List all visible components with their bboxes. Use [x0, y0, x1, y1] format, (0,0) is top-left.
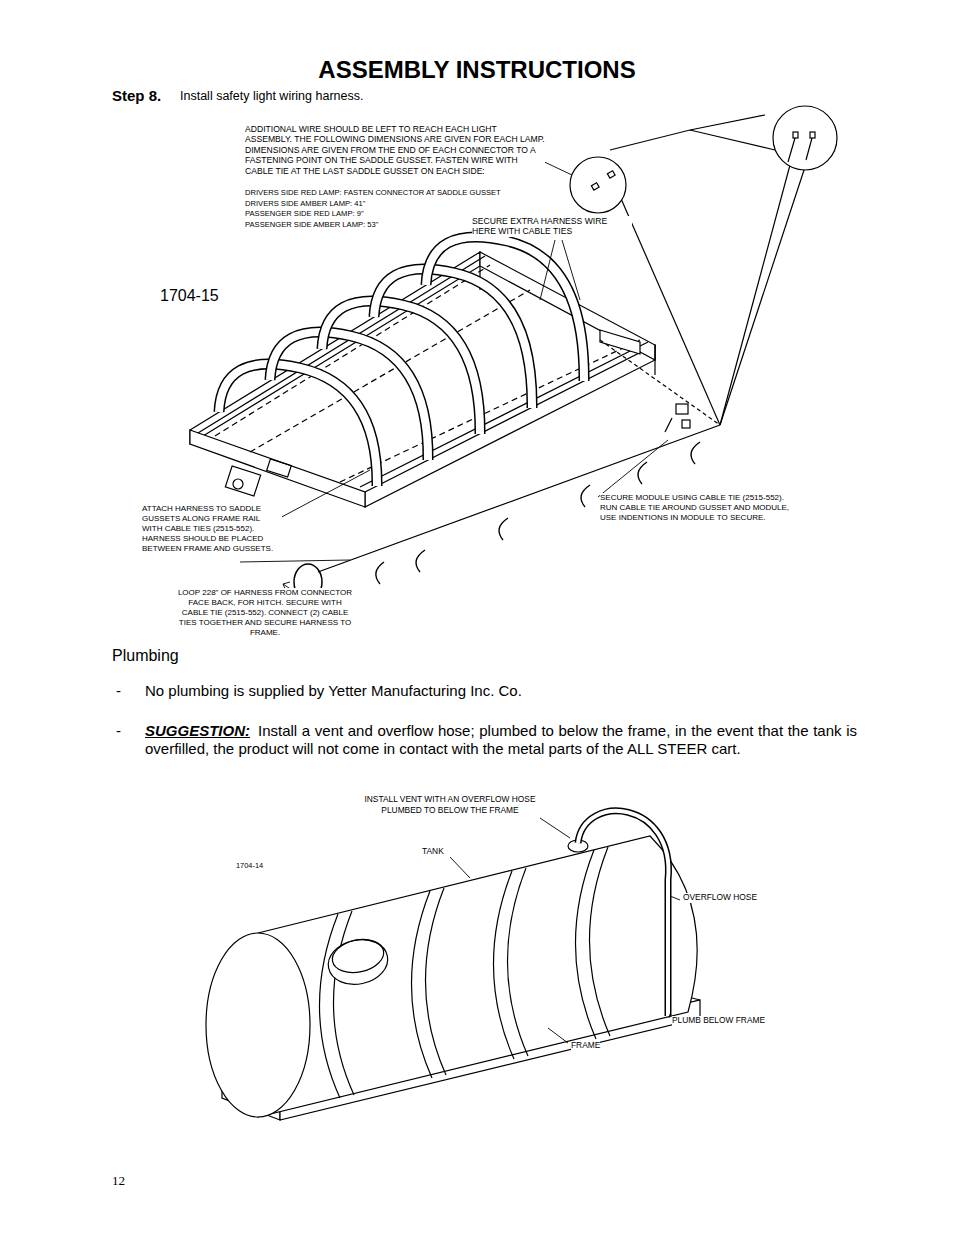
bullet-dash: - [116, 682, 121, 700]
suggestion-keyword: SUGGESTION: [145, 722, 250, 739]
step-number: Step 8. [112, 87, 161, 105]
bullet-dash: - [116, 722, 121, 740]
callout-note: SECURE EXTRA HARNESS WIRE HERE WITH CABL… [472, 216, 632, 237]
tank-leader-lines [450, 818, 680, 1043]
callout-note: ATTACH HARNESS TO SADDLE GUSSETS ALONG F… [142, 504, 282, 554]
leader-lines [240, 158, 668, 591]
suggestion-paragraph: SUGGESTION:Install a vent and overflow h… [145, 722, 857, 758]
callout-note: LOOP 228" OF HARNESS FROM CONNECTOR FACE… [175, 588, 355, 638]
page-title: ASSEMBLY INSTRUCTIONS [0, 56, 954, 84]
wiring-harness [294, 106, 837, 600]
body-text: Install a vent and overflow hose; plumbe… [145, 722, 857, 757]
section-heading: Plumbing [112, 647, 179, 666]
step-text: Install safety light wiring harness. [180, 89, 363, 104]
lamp-note: DRIVERS SIDE AMBER LAMP: 41" [245, 200, 365, 209]
lamp-note: PASSENGER SIDE AMBER LAMP: 53" [245, 221, 378, 230]
overflow-hose [578, 811, 668, 1016]
part-label: TANK [422, 847, 444, 857]
drawing-number: 1704-15 [160, 287, 219, 306]
drawing-number: 1704-14 [236, 862, 263, 871]
lamp-note: DRIVERS SIDE RED LAMP: FASTEN CONNECTOR … [245, 189, 501, 198]
callout-note: ADDITIONAL WIRE SHOULD BE LEFT TO REACH … [245, 124, 545, 176]
part-label: OVERFLOW HOSE [683, 893, 757, 903]
callout-note: INSTALL VENT WITH AN OVERFLOW HOSE PLUMB… [345, 794, 555, 815]
tank [206, 836, 697, 1117]
page-number: 12 [112, 1173, 125, 1188]
callout-note: SECURE MODULE USING CABLE TIE (2515-552)… [600, 493, 790, 523]
part-label: PLUMB BELOW FRAME [672, 1016, 765, 1026]
part-label: FRAME [571, 1041, 600, 1051]
lamp-note: PASSENGER SIDE RED LAMP: 9" [245, 210, 364, 219]
body-text: No plumbing is supplied by Yetter Manufa… [145, 682, 522, 700]
saddles [219, 237, 584, 486]
